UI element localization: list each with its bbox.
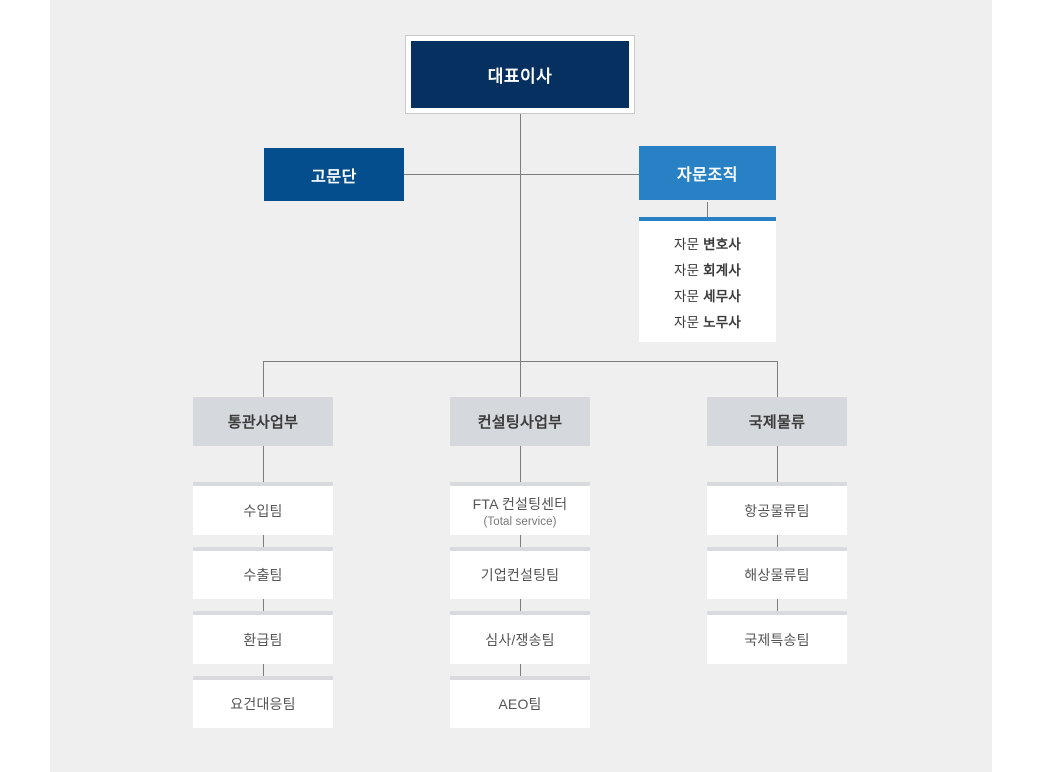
node-team-label: FTA 컨설팅센터 <box>472 495 568 512</box>
node-team-sublabel: (Total service) <box>483 515 557 528</box>
advisory-member-item: 자문 노무사 <box>674 310 741 336</box>
advisory-member-prefix: 자문 <box>673 262 704 278</box>
connector-team-1-1-to-1-2 <box>263 535 264 547</box>
advisory-member-role: 세무사 <box>703 288 742 304</box>
connector-advisory-horizontal <box>404 174 639 175</box>
node-division-tonggwan[interactable]: 통관사업부 <box>193 397 333 446</box>
node-team-hanggongmullyuteam[interactable]: 항공물류팀 <box>707 482 847 535</box>
node-ceo-label: 대표이사 <box>487 67 553 86</box>
node-team-haesangmullyuteam[interactable]: 해상물류팀 <box>707 547 847 599</box>
node-team-fta-consulting-center[interactable]: FTA 컨설팅센터 (Total service) <box>450 482 590 535</box>
connector-bus-to-division-2 <box>520 361 521 397</box>
advisory-member-item: 자문 세무사 <box>674 284 741 310</box>
panel-advisory-members: 자문 변호사 자문 회계사 자문 세무사 자문 노무사 <box>639 217 776 342</box>
node-team-label: 해상물류팀 <box>744 567 810 583</box>
connector-ceo-vertical <box>520 114 521 361</box>
node-advisory-board-label: 고문단 <box>311 168 357 186</box>
connector-team-2-3-to-2-4 <box>520 664 521 676</box>
advisory-member-prefix: 자문 <box>673 288 704 304</box>
connector-division-1-to-team-1 <box>263 446 264 482</box>
node-team-label: AEO팀 <box>498 696 542 712</box>
node-advisory-org[interactable]: 자문조직 <box>639 146 776 200</box>
node-division-label: 국제물류 <box>748 414 806 431</box>
node-team-label: 항공물류팀 <box>744 502 810 519</box>
advisory-member-role: 노무사 <box>703 314 742 330</box>
node-ceo-fill: 대표이사 <box>411 41 629 108</box>
advisory-member-item: 자문 변호사 <box>674 232 741 258</box>
node-team-label: 국제특송팀 <box>744 631 810 648</box>
connector-division-3-to-team-1 <box>777 446 778 482</box>
node-division-international-logistics[interactable]: 국제물류 <box>707 397 847 446</box>
connector-team-3-2-to-3-3 <box>777 599 778 611</box>
advisory-member-prefix: 자문 <box>673 236 704 252</box>
connector-team-2-1-to-2-2 <box>520 535 521 547</box>
node-team-aeoteam[interactable]: AEO팀 <box>450 676 590 728</box>
connector-team-3-1-to-3-2 <box>777 535 778 547</box>
node-team-suipteam[interactable]: 수입팀 <box>193 482 333 535</box>
node-advisory-org-label: 자문조직 <box>677 167 738 184</box>
advisory-member-item: 자문 회계사 <box>674 258 741 284</box>
node-division-label: 통관사업부 <box>227 414 299 431</box>
connector-team-1-3-to-1-4 <box>263 664 264 676</box>
node-team-gukjetteuksongteam[interactable]: 국제특송팀 <box>707 611 847 664</box>
node-division-label: 컨설팅사업부 <box>477 414 563 431</box>
connector-team-1-2-to-1-3 <box>263 599 264 611</box>
node-team-label: 수출팀 <box>243 567 283 583</box>
node-team-gieopconsultingteam[interactable]: 기업컨설팅팀 <box>450 547 590 599</box>
node-ceo[interactable]: 대표이사 <box>405 35 635 114</box>
org-chart-canvas: 대표이사 고문단 자문조직 자문 변호사 자문 회계사 자문 세무사 자문 노무… <box>50 0 992 772</box>
node-team-simsajaengsongteam[interactable]: 심사/쟁송팀 <box>450 611 590 664</box>
node-team-hwangeupteam[interactable]: 환급팀 <box>193 611 333 664</box>
node-team-label: 기업컨설팅팀 <box>480 567 560 583</box>
advisory-member-role: 변호사 <box>703 236 742 252</box>
connector-advisoryorg-to-panel <box>707 202 708 217</box>
advisory-member-role: 회계사 <box>703 262 742 278</box>
node-division-consulting[interactable]: 컨설팅사업부 <box>450 397 590 446</box>
node-team-label: 환급팀 <box>243 631 283 648</box>
connector-team-2-2-to-2-3 <box>520 599 521 611</box>
node-advisory-board[interactable]: 고문단 <box>264 148 404 201</box>
connector-bus-to-division-1 <box>263 361 264 397</box>
node-team-suchulteam[interactable]: 수출팀 <box>193 547 333 599</box>
node-team-label: 수입팀 <box>243 502 283 519</box>
node-team-yogeondaeeungteam[interactable]: 요건대응팀 <box>193 676 333 728</box>
advisory-member-prefix: 자문 <box>673 314 704 330</box>
connector-bus-to-division-3 <box>777 361 778 397</box>
node-team-label: 심사/쟁송팀 <box>485 631 555 648</box>
connector-division-2-to-team-1 <box>520 446 521 482</box>
node-team-label: 요건대응팀 <box>230 696 296 712</box>
